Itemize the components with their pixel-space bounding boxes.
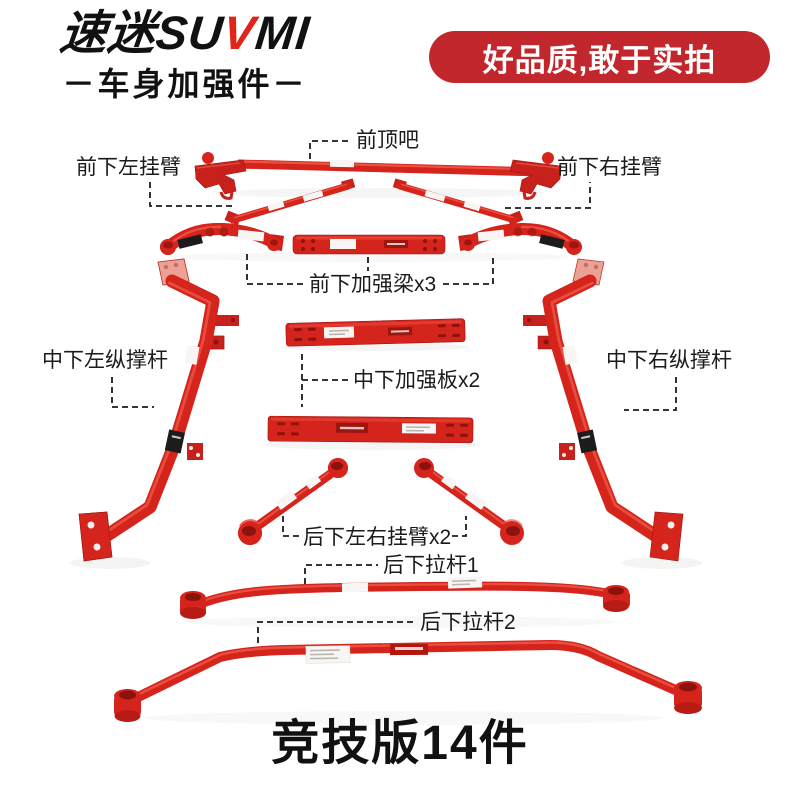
callout-front-top-bar bbox=[309, 140, 351, 159]
brand-subtitle: －车身加强件－ bbox=[62, 66, 308, 103]
callout-mid-lower-right-strut bbox=[624, 377, 677, 411]
part-front-lower-beam-left bbox=[160, 227, 284, 255]
callout-front-lower-right-arm bbox=[505, 182, 591, 209]
label-rear-lower-rod-1: 后下拉杆1 bbox=[383, 554, 479, 577]
callout-rear-lower-rod-1 bbox=[304, 564, 378, 584]
kit-title: 竞技版14件 bbox=[271, 717, 529, 770]
part-rear-lower-rod-1 bbox=[180, 576, 630, 619]
part-front-lower-beam-right bbox=[458, 227, 582, 255]
label-front-lower-right-arm: 前下右挂臂 bbox=[557, 156, 662, 179]
callout-mid-lower-left-strut bbox=[111, 377, 154, 408]
brand-logo: 速迷SUVMI －车身加强件－ bbox=[30, 6, 340, 105]
label-rear-lower-rod-2: 后下拉杆2 bbox=[420, 611, 516, 634]
part-front-lower-left-arm bbox=[225, 179, 356, 226]
label-front-top-bar: 前顶吧 bbox=[356, 129, 419, 152]
part-front-top-bar bbox=[194, 150, 563, 200]
callout-rear-lower-right-arm bbox=[452, 516, 467, 537]
part-mid-lower-left-strut bbox=[79, 259, 239, 561]
label-mid-lower-right-strut: 中下右纵撑杆 bbox=[606, 349, 732, 372]
callout-rear-lower-rod-2 bbox=[257, 621, 414, 643]
callout-front-lower-beam-right bbox=[443, 254, 494, 285]
label-mid-lower-left-strut: 中下左纵撑杆 bbox=[42, 349, 168, 372]
label-rear-lower-arms: 后下左右挂臂x2 bbox=[303, 526, 452, 549]
label-mid-lower-plate: 中下加强板x2 bbox=[353, 369, 481, 392]
shadows bbox=[70, 188, 702, 725]
part-front-lower-beam-center bbox=[292, 234, 446, 255]
part-mid-lower-plate-1 bbox=[285, 318, 466, 347]
part-front-lower-right-arm bbox=[393, 179, 524, 226]
callout-rear-lower-left-arm bbox=[282, 516, 299, 537]
part-mid-lower-plate-2 bbox=[267, 415, 474, 444]
label-front-lower-left-arm: 前下左挂臂 bbox=[76, 156, 181, 179]
quality-banner: 好品质,敢于实拍 bbox=[429, 31, 770, 83]
callout-front-lower-beam-left bbox=[246, 254, 305, 285]
label-front-lower-beam: 前下加强梁x3 bbox=[309, 273, 437, 296]
callout-front-lower-left-arm bbox=[149, 182, 232, 207]
part-rear-lower-rod-2 bbox=[114, 639, 702, 722]
